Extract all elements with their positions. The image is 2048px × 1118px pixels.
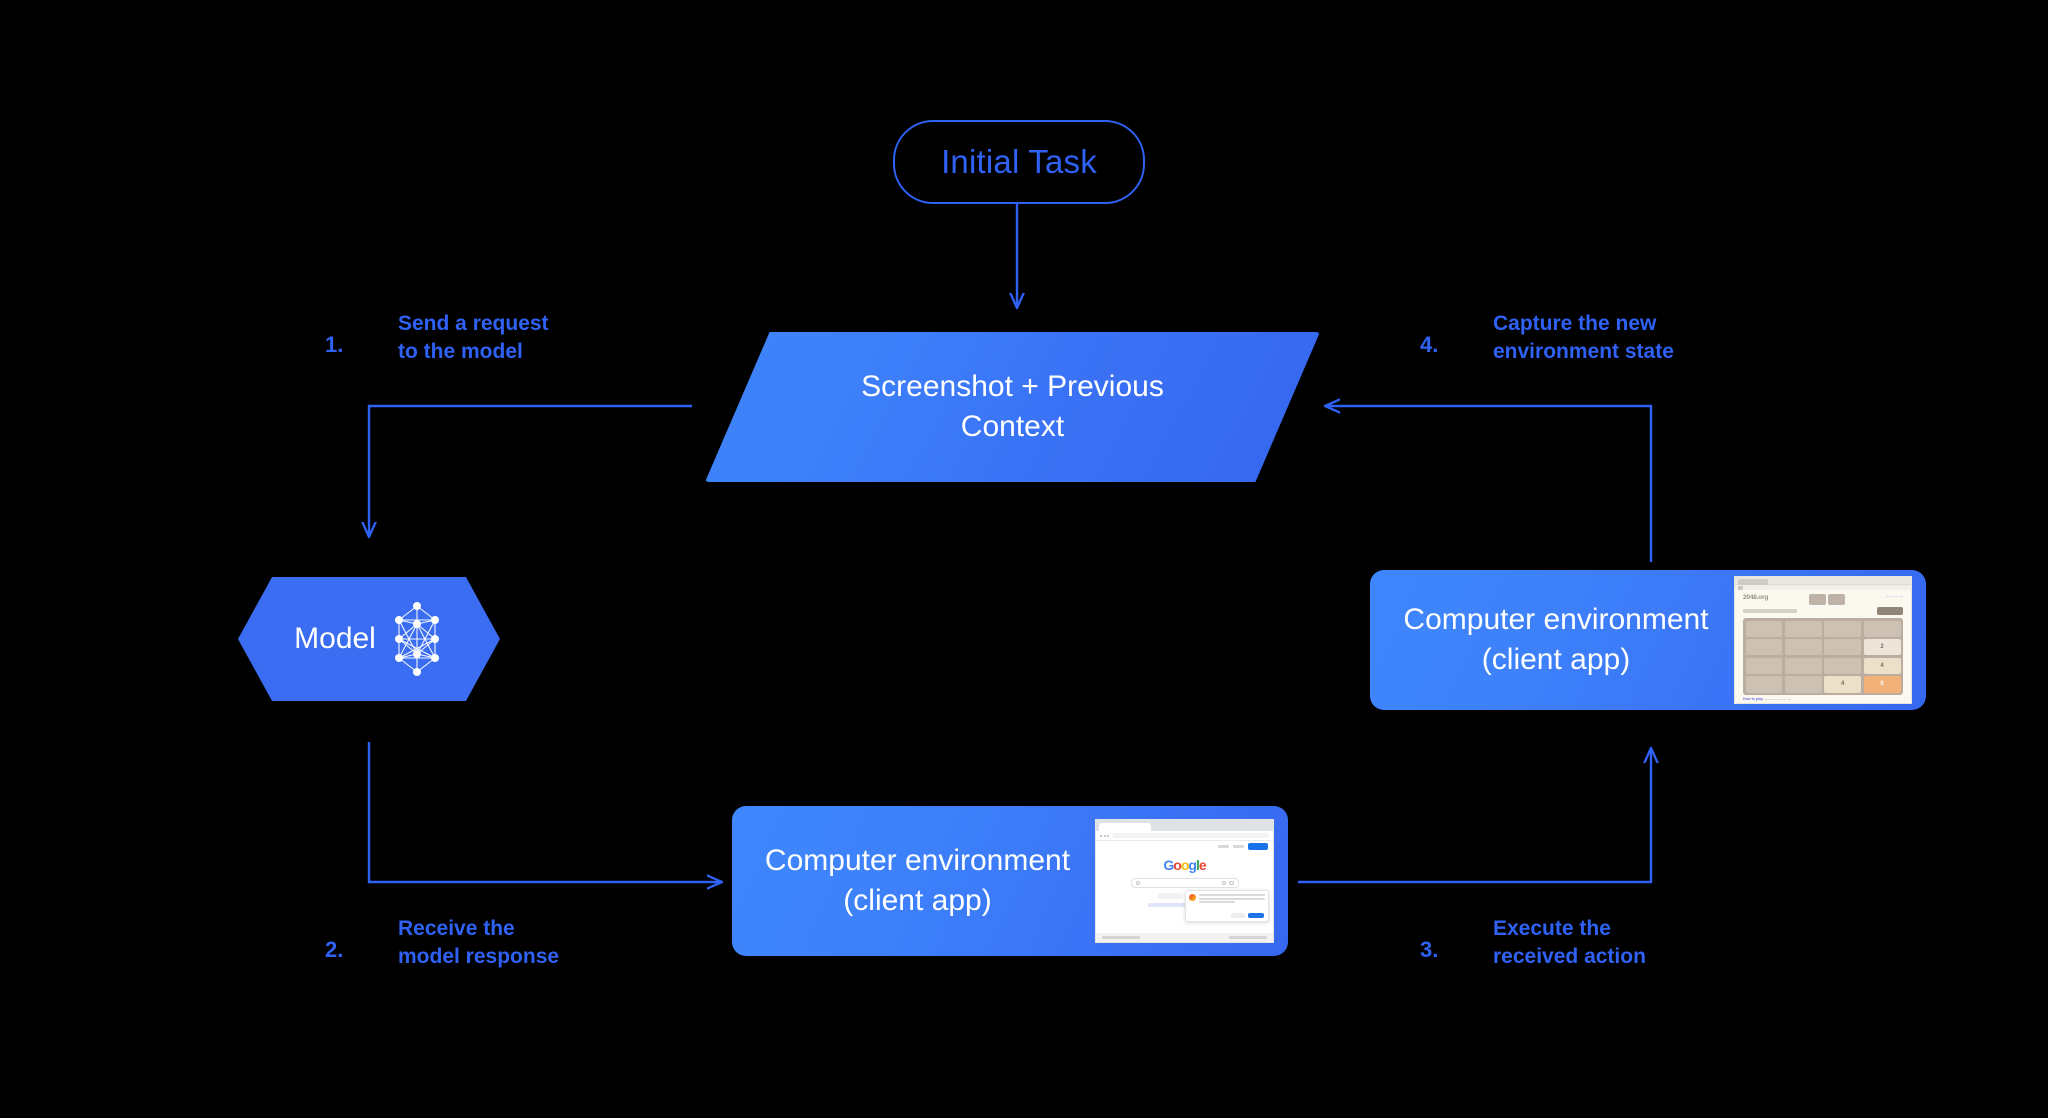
- neural-network-icon: [394, 602, 439, 676]
- game-2048-brand: 2048.org: [1743, 594, 1769, 601]
- tile: 2: [1863, 639, 1901, 656]
- initial-task-label: Initial Task: [941, 143, 1097, 180]
- step-2-label: 2. Receive the model response: [325, 915, 655, 985]
- env-right-thumbnail: 2048.org — — — —: [1734, 576, 1912, 704]
- tile: [1784, 639, 1822, 656]
- step-3-number: 3.: [1420, 937, 1439, 962]
- game-2048-score-boxes: [1808, 594, 1845, 605]
- google-logo: G o o g l e: [1163, 857, 1207, 873]
- tile: [1784, 676, 1822, 693]
- dialog-buttons: [1231, 913, 1264, 918]
- tile: [1824, 620, 1862, 637]
- env-bottom-line1: Computer environment: [764, 844, 1071, 878]
- model-node-shape: [238, 577, 500, 701]
- env-right-label: Computer environment (client app): [1370, 600, 1734, 680]
- tile: [1824, 639, 1862, 656]
- url-field[interactable]: [1112, 833, 1269, 838]
- step-3-label: 3. Execute the received action: [1420, 915, 1750, 985]
- browser-tab-bar: [1096, 820, 1273, 831]
- step-3-text: Execute the received action: [1493, 917, 1646, 968]
- context-node-line2: Context: [960, 410, 1065, 443]
- sign-in-button[interactable]: [1248, 842, 1268, 850]
- google-search-button[interactable]: [1157, 893, 1182, 899]
- tile: [1745, 676, 1783, 693]
- logo-letter: o: [1180, 857, 1190, 873]
- game-2048-grid[interactable]: 2 4 4 8: [1743, 618, 1903, 695]
- context-node-label: Screenshot + Previous Context: [705, 332, 1320, 482]
- env-bottom-thumbnail: G o o g l e: [1095, 819, 1274, 943]
- dialog-secondary-button[interactable]: [1231, 913, 1245, 918]
- google-search-screenshot: G o o g l e: [1096, 820, 1273, 942]
- logo-letter: l: [1195, 857, 1200, 873]
- browser-address-bar: [1735, 584, 1911, 591]
- context-node: Screenshot + Previous Context: [705, 332, 1320, 482]
- model-node-label: Model: [294, 622, 376, 655]
- env-bottom-line2: (client app): [843, 884, 992, 917]
- search-input-icons: [1221, 880, 1234, 886]
- connector-model-to-env-bottom: [367, 742, 722, 882]
- connector-env-bottom-to-env-right: [1298, 748, 1651, 884]
- env-right-line2: (client app): [1481, 643, 1631, 676]
- step-2-number: 2.: [325, 937, 344, 962]
- tile: 8: [1863, 676, 1901, 693]
- tile: [1863, 620, 1901, 637]
- game-2048-footer: How to play — — — — — —: [1743, 697, 1791, 701]
- browser-tab[interactable]: [1099, 823, 1151, 831]
- tile: [1745, 620, 1783, 637]
- context-node-line1: Screenshot + Previous: [861, 370, 1164, 404]
- step-4-number: 4.: [1420, 332, 1439, 357]
- game-2048-new-game-button[interactable]: [1877, 607, 1903, 615]
- game-2048-header-links: — — — —: [1885, 594, 1903, 598]
- search-icon: [1135, 880, 1140, 886]
- tile: [1784, 657, 1822, 674]
- tile: [1745, 657, 1783, 674]
- dialog-text: [1199, 894, 1265, 918]
- logo-letter: e: [1198, 857, 1207, 873]
- google-top-nav: [1096, 841, 1273, 851]
- notification-dialog: [1185, 890, 1269, 922]
- step-4-text: Capture the new environment state: [1493, 312, 1674, 363]
- env-bottom-label: Computer environment (client app): [732, 841, 1095, 921]
- env-right-node: Computer environment (client app) 2048.o…: [1370, 570, 1926, 710]
- model-node: Model: [238, 577, 500, 701]
- env-bottom-node: Computer environment (client app): [732, 806, 1288, 956]
- logo-letter: G: [1163, 857, 1174, 873]
- tile: 4: [1824, 676, 1862, 693]
- footer-links-right: [1229, 936, 1267, 939]
- dialog-primary-button[interactable]: [1248, 913, 1264, 918]
- browser-nav-icons: [1100, 834, 1109, 837]
- tile: 4: [1863, 657, 1901, 674]
- footer-links-left: [1102, 936, 1140, 939]
- dialog-icon: [1189, 894, 1196, 901]
- browser-address-bar[interactable]: [1096, 831, 1273, 841]
- step-4-label: 4. Capture the new environment state: [1420, 310, 1760, 380]
- microphone-icon[interactable]: [1221, 880, 1226, 886]
- step-1-number: 1.: [325, 332, 344, 357]
- initial-task-node: Initial Task: [893, 120, 1145, 204]
- game-2048-subtitle: [1743, 609, 1797, 613]
- tile: [1824, 657, 1862, 674]
- step-1-label: 1. Send a request to the model: [325, 310, 645, 380]
- game-2048-howto-link[interactable]: How to play: [1743, 697, 1764, 701]
- tile: [1745, 639, 1783, 656]
- env-right-line1: Computer environment: [1403, 603, 1709, 637]
- connector-context-to-model: [369, 404, 692, 537]
- logo-letter: o: [1173, 857, 1182, 873]
- google-footer: [1096, 933, 1273, 942]
- step-1-text: Send a request to the model: [398, 312, 549, 363]
- camera-icon[interactable]: [1229, 880, 1234, 886]
- connector-env-right-to-context: [1325, 406, 1653, 562]
- browser-tab-bar: [1735, 577, 1911, 585]
- step-2-text: Receive the model response: [398, 917, 560, 968]
- game-2048-screenshot: 2048.org — — — —: [1735, 577, 1911, 703]
- language-options[interactable]: [1147, 903, 1222, 907]
- nav-link[interactable]: [1218, 844, 1229, 848]
- logo-letter: g: [1188, 857, 1197, 873]
- nav-link[interactable]: [1233, 844, 1244, 848]
- google-search-input[interactable]: [1130, 878, 1239, 888]
- context-node-shape: [705, 332, 1320, 482]
- tile: [1784, 620, 1822, 637]
